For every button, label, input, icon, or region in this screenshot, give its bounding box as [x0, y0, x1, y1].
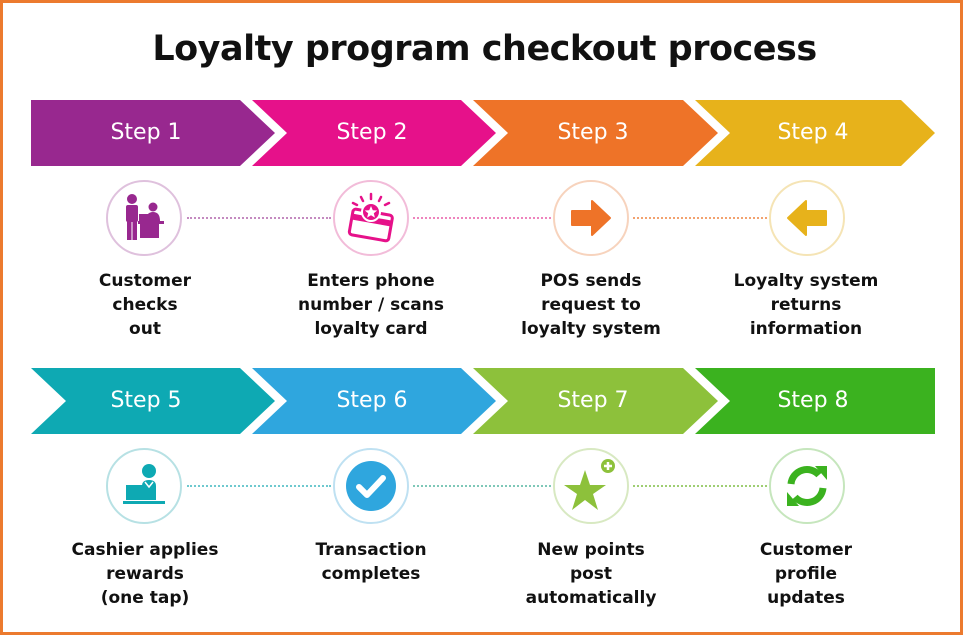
chevron-step-1: [31, 100, 275, 166]
step-4-caption: Loyalty system returns information: [733, 271, 879, 339]
chevron-step-5: [31, 368, 275, 434]
step-2-icon-circle: [333, 180, 409, 256]
page-title: Loyalty program checkout process: [152, 29, 817, 69]
customer-at-counter-icon: [126, 194, 164, 240]
process-row-1: Step 1 Step 2 Step 3 Step 4: [3, 100, 963, 166]
step-3-icon-circle: [553, 180, 629, 256]
step-3-label: Step 3: [557, 120, 629, 145]
step-6-icon-circle: [333, 448, 409, 524]
connector-1-2: [187, 217, 331, 219]
step-5-icon-circle: [106, 448, 182, 524]
chevron-band-2: [31, 368, 935, 434]
chevron-step-6: [252, 368, 496, 434]
arrow-right-icon: [571, 200, 611, 236]
connector-6-7: [413, 485, 551, 487]
loyalty-card-star-icon: [347, 192, 394, 243]
step-8-icon-circle: [769, 448, 845, 524]
chevron-step-4: [695, 100, 935, 166]
step-5-caption: Cashier applies rewards (one tap): [71, 540, 219, 608]
connector-5-6: [187, 485, 331, 487]
step-5-label: Step 5: [110, 388, 182, 413]
step-1-label: Step 1: [110, 120, 182, 145]
chevron-step-2: [252, 100, 496, 166]
check-circle-icon: [346, 461, 396, 511]
step-6-caption: Transaction completes: [315, 540, 427, 584]
connector-7-8: [633, 485, 767, 487]
step-8-caption: Customer profile updates: [759, 540, 853, 608]
step-7-label: Step 7: [557, 388, 629, 413]
step-7-icon-circle: [553, 448, 629, 524]
arrow-left-icon: [787, 200, 827, 236]
star-plus-icon: [564, 459, 615, 510]
step-7-caption: New points post automatically: [525, 540, 657, 608]
step-6-label: Step 6: [336, 388, 408, 413]
step-1-icon-circle: [106, 180, 182, 256]
cashier-at-laptop-icon: [123, 464, 165, 504]
chevron-step-7: [473, 368, 718, 434]
step-1-caption: Customer checks out: [98, 271, 192, 339]
connector-2-3: [413, 217, 551, 219]
connector-3-4: [633, 217, 767, 219]
step-4-label: Step 4: [777, 120, 849, 145]
refresh-icon: [787, 466, 827, 506]
step-4-icon-circle: [769, 180, 845, 256]
chevron-step-3: [473, 100, 718, 166]
step-2-caption: Enters phone number / scans loyalty card: [298, 271, 444, 339]
step-8-label: Step 8: [777, 388, 849, 413]
chevron-step-8: [695, 368, 935, 434]
step-3-caption: POS sends request to loyalty system: [521, 271, 661, 339]
chevron-band-1: [31, 100, 935, 166]
step-2-label: Step 2: [336, 120, 408, 145]
process-row-2: Step 5 Step 6 Step 7 Step 8: [3, 368, 963, 434]
